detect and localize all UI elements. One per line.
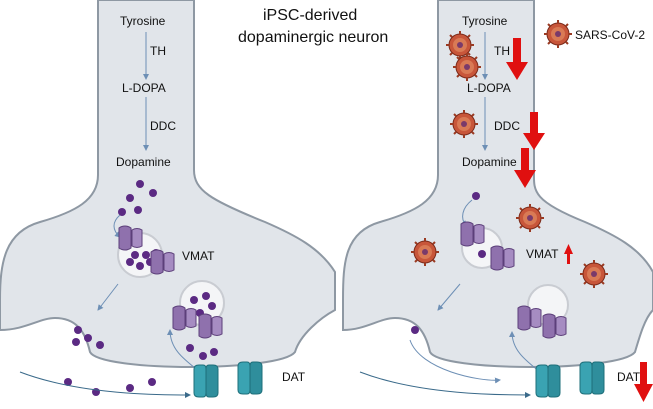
label-th-right: TH — [494, 44, 510, 58]
label-ddc-left: DDC — [150, 119, 176, 133]
vmat-transporter-right-3 — [517, 305, 542, 331]
title-line-2: dopaminergic neuron — [238, 29, 388, 46]
virus-icon-6 — [579, 259, 609, 289]
dopamine-molecules-left — [118, 180, 157, 216]
virus-icon-1 — [445, 30, 475, 60]
virus-legend-icon — [543, 19, 573, 49]
label-dat-left: DAT — [282, 370, 306, 384]
dat-down-arrow — [634, 362, 653, 402]
left-neuron: Tyrosine TH L-DOPA DDC Dopamine VMAT — [0, 0, 336, 398]
virus-icon-4 — [515, 203, 545, 233]
dat-transporter-right-1 — [535, 364, 561, 398]
vmat-transporter-left-1 — [118, 225, 143, 251]
label-dopamine-right: Dopamine — [462, 155, 517, 169]
label-vmat-right: VMAT — [526, 247, 559, 261]
virus-icon-3 — [449, 109, 479, 139]
label-tyrosine-right: Tyrosine — [462, 14, 508, 28]
released-dopamine-left — [64, 326, 156, 396]
right-neuron: Tyrosine TH L-DOPA DDC Dopamine SARS-CoV… — [342, 0, 653, 402]
left-neuron-body — [0, 0, 336, 368]
vmat-transporter-left-2 — [150, 249, 175, 275]
label-tyrosine-left: Tyrosine — [120, 14, 166, 28]
vesicle-left-1 — [117, 225, 175, 278]
vmat-transporter-right-4 — [542, 313, 567, 339]
vesicle-right-2 — [517, 284, 569, 339]
label-dopamine-left: Dopamine — [116, 155, 171, 169]
ddc-down-arrow — [523, 112, 545, 150]
right-neuron-body — [342, 0, 653, 368]
vmat-transporter-left-3 — [172, 305, 197, 331]
label-dat-right: DAT — [617, 370, 641, 384]
virus-icon-5 — [410, 237, 440, 267]
dopamine-down-arrow — [514, 148, 536, 188]
dat-transporter-left-1 — [193, 364, 219, 398]
label-ldopa-left: L-DOPA — [122, 81, 166, 95]
vmat-transporter-right-1 — [460, 221, 485, 247]
label-th-left: TH — [150, 44, 166, 58]
virus-icon-2 — [452, 52, 482, 82]
label-vmat-left: VMAT — [182, 249, 215, 263]
th-down-arrow — [506, 38, 528, 80]
virus-legend-label: SARS-CoV-2 — [575, 28, 645, 42]
title-line-1: iPSC-derived — [263, 7, 357, 24]
vmat-up-arrow — [564, 244, 573, 264]
dat-transporter-left-2 — [237, 361, 263, 395]
vesicle-right-1 — [460, 221, 515, 271]
decrease-arrows — [506, 38, 545, 188]
vmat-transporter-left-4 — [198, 313, 223, 339]
vesicle-left-2 — [172, 280, 225, 339]
dat-transporter-right-2 — [579, 361, 605, 395]
vmat-transporter-right-2 — [490, 245, 515, 271]
label-ddc-right: DDC — [494, 119, 520, 133]
label-ldopa-right: L-DOPA — [467, 81, 511, 95]
